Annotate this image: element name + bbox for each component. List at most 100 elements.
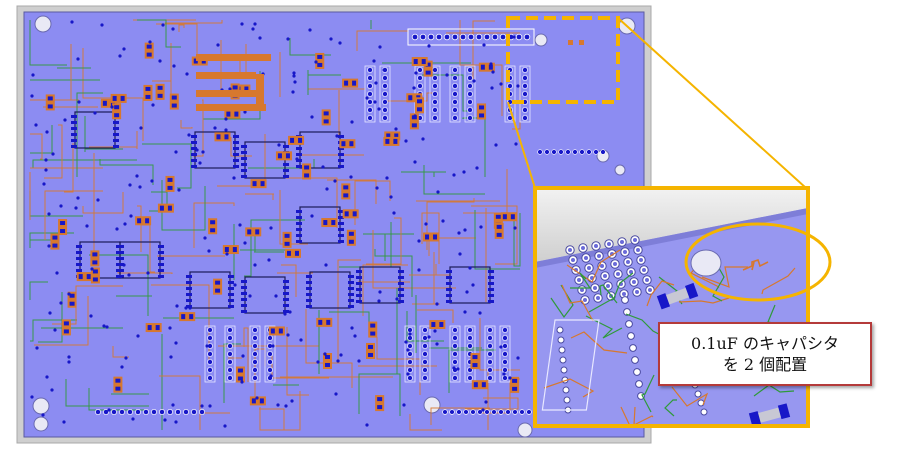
dip-pin-row <box>419 325 431 383</box>
via <box>136 334 140 338</box>
via <box>417 239 421 243</box>
via <box>308 28 312 32</box>
via <box>377 107 381 111</box>
via <box>100 23 104 27</box>
trace <box>362 264 408 316</box>
trace <box>337 259 361 361</box>
dip-pin-row <box>249 325 261 383</box>
header-pin <box>449 409 455 415</box>
header-pin <box>135 409 141 415</box>
via <box>184 306 188 310</box>
smd-capacitor <box>145 323 162 333</box>
via <box>286 333 290 337</box>
smd-capacitor <box>191 56 208 66</box>
via <box>484 400 488 404</box>
zoom-trace <box>570 331 628 354</box>
header-pin <box>512 409 518 415</box>
via <box>89 314 93 318</box>
smd-capacitor <box>339 139 356 149</box>
smd-capacitor <box>415 97 425 114</box>
zoom-through-hole <box>560 366 568 374</box>
via <box>333 179 337 183</box>
via <box>290 399 294 403</box>
via <box>336 359 340 363</box>
via <box>59 204 63 208</box>
via <box>413 114 417 118</box>
via <box>203 236 207 240</box>
trace <box>363 233 414 261</box>
capacitor-symbol-icon <box>568 40 584 45</box>
via <box>50 388 54 392</box>
via <box>63 118 67 122</box>
via <box>248 294 252 298</box>
via <box>45 375 49 379</box>
via <box>316 360 320 364</box>
header-pin <box>491 33 499 41</box>
via <box>427 44 431 48</box>
zoom-through-hole <box>631 356 639 364</box>
smd-capacitor <box>321 218 338 228</box>
trace <box>354 180 391 225</box>
via <box>151 103 155 107</box>
trace <box>289 38 331 56</box>
trace <box>152 43 172 96</box>
zoom-through-hole <box>557 336 565 344</box>
smd-capacitor <box>470 353 480 370</box>
via <box>404 340 408 344</box>
zoom-inset <box>535 188 808 426</box>
via <box>168 326 172 330</box>
smd-capacitor <box>179 312 196 322</box>
zoom-through-hole <box>629 344 637 352</box>
ic-package <box>116 241 164 279</box>
smd-capacitor <box>61 319 71 336</box>
via <box>274 294 278 298</box>
via <box>284 404 288 408</box>
via <box>463 228 467 232</box>
header-pin <box>593 149 599 155</box>
zoom-trace <box>566 249 621 283</box>
via <box>67 355 71 359</box>
header-pin <box>519 409 525 415</box>
via <box>34 123 38 127</box>
smd-capacitor <box>494 222 504 239</box>
header-pin <box>127 409 133 415</box>
header-outline <box>407 28 535 46</box>
zoom-through-hole <box>559 356 567 364</box>
via <box>433 329 437 333</box>
smd-capacitor <box>76 272 93 282</box>
trace <box>159 375 201 430</box>
smd-capacitor <box>477 103 487 120</box>
header-pin <box>451 33 459 41</box>
trace <box>137 205 142 252</box>
header-pin <box>523 33 531 41</box>
via <box>187 133 191 137</box>
via <box>269 226 273 230</box>
via <box>110 105 114 109</box>
header-pin <box>419 33 427 41</box>
via <box>90 267 94 271</box>
via <box>435 302 439 306</box>
via <box>233 283 237 287</box>
via <box>325 187 329 191</box>
smd-capacitor <box>222 245 239 255</box>
smd-capacitor <box>214 132 231 142</box>
ic-package <box>186 271 234 309</box>
smd-capacitor <box>316 317 333 327</box>
via <box>77 100 81 104</box>
via <box>424 222 428 226</box>
via <box>323 352 327 356</box>
via <box>216 43 220 47</box>
trace <box>65 379 149 407</box>
components-layer <box>30 20 606 428</box>
via <box>372 59 376 63</box>
via <box>436 190 440 194</box>
header-pin <box>183 409 189 415</box>
via <box>122 47 126 51</box>
via <box>169 355 173 359</box>
trace <box>329 311 370 328</box>
header-pin <box>475 33 483 41</box>
trace <box>248 159 315 169</box>
via <box>267 258 271 262</box>
zoom-trace <box>599 284 618 304</box>
trace <box>223 343 241 403</box>
